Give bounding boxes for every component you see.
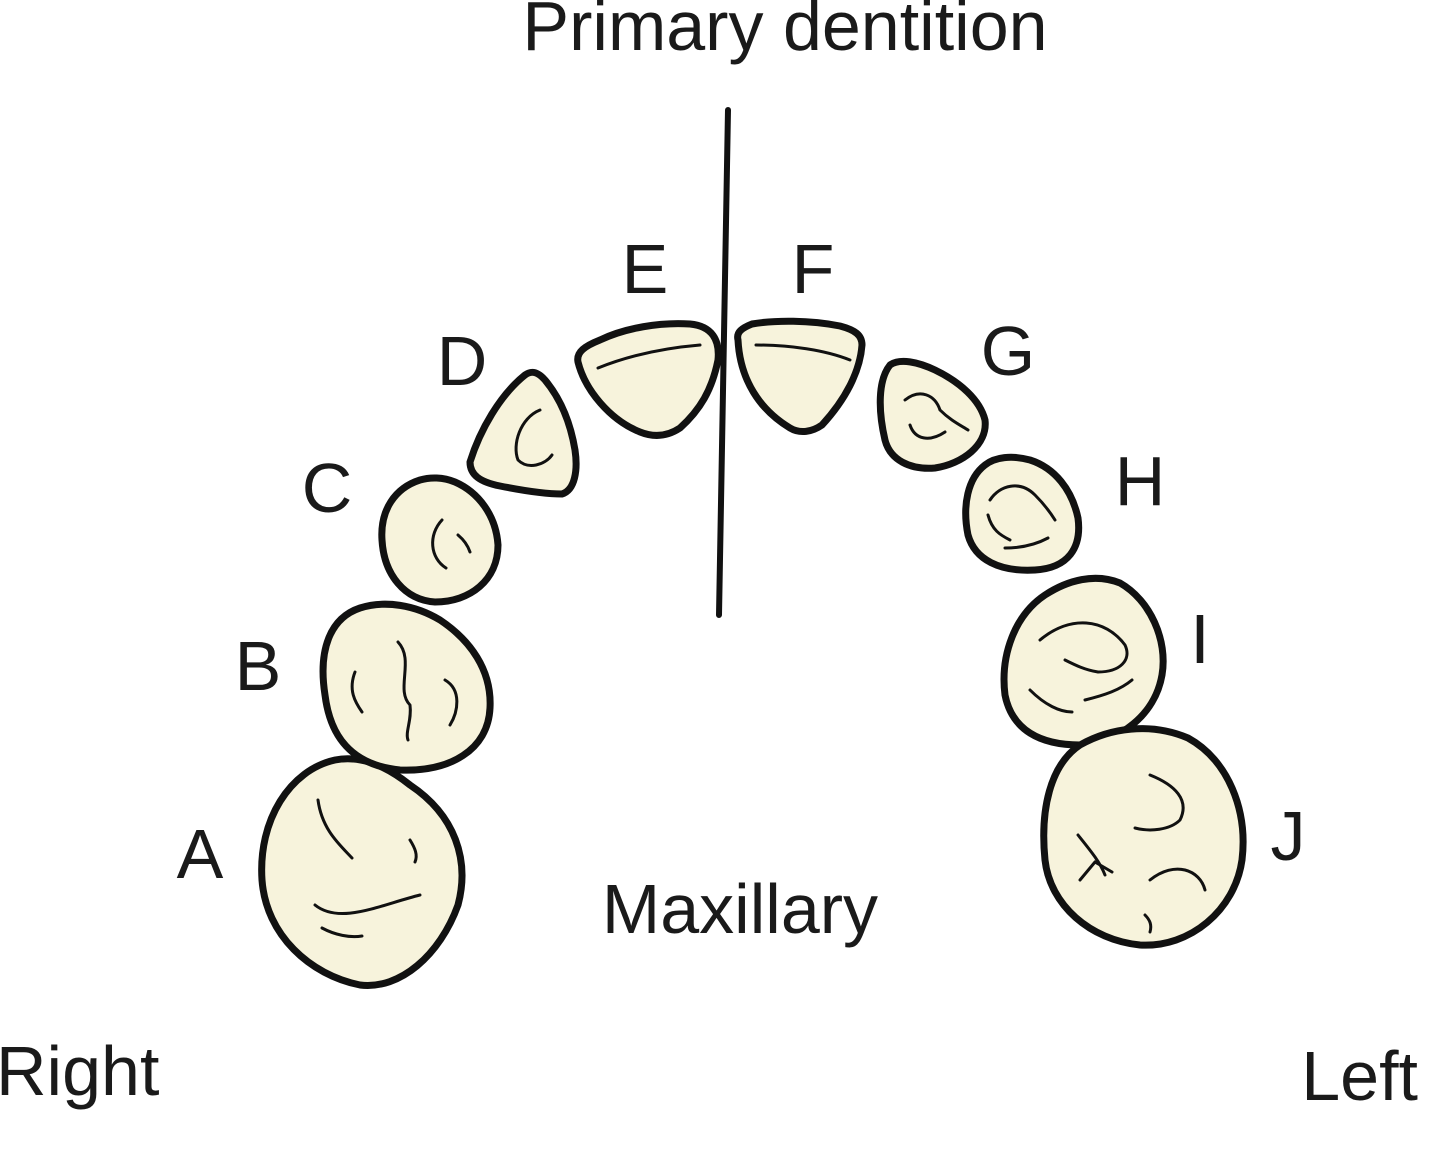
tooth-label-i: I — [1190, 600, 1209, 678]
tooth-label-h: H — [1115, 442, 1166, 520]
tooth-label-b: B — [235, 627, 282, 705]
side-label-right: Right — [0, 1032, 159, 1110]
arch-label: Maxillary — [602, 870, 878, 948]
tooth-label-j: J — [1271, 797, 1306, 875]
tooth-label-g: G — [981, 312, 1035, 390]
side-label-left: Left — [1301, 1037, 1418, 1115]
midline — [716, 107, 731, 618]
diagram-title: Primary dentition — [522, 0, 1047, 65]
tooth-e — [574, 320, 722, 439]
tooth-label-a: A — [177, 815, 224, 893]
tooth-b — [319, 600, 494, 774]
tooth-i — [1000, 574, 1167, 749]
tooth-label-e: E — [622, 230, 669, 308]
tooth-label-f: F — [792, 230, 835, 308]
tooth-g — [876, 357, 989, 472]
tooth-a — [258, 755, 466, 989]
tooth-h — [962, 453, 1083, 574]
tooth-f — [734, 317, 866, 436]
tooth-label-d: D — [437, 322, 488, 400]
tooth-c — [378, 474, 502, 606]
tooth-label-c: C — [302, 449, 353, 527]
tooth-j — [1040, 725, 1247, 949]
tooth-d — [466, 368, 580, 498]
